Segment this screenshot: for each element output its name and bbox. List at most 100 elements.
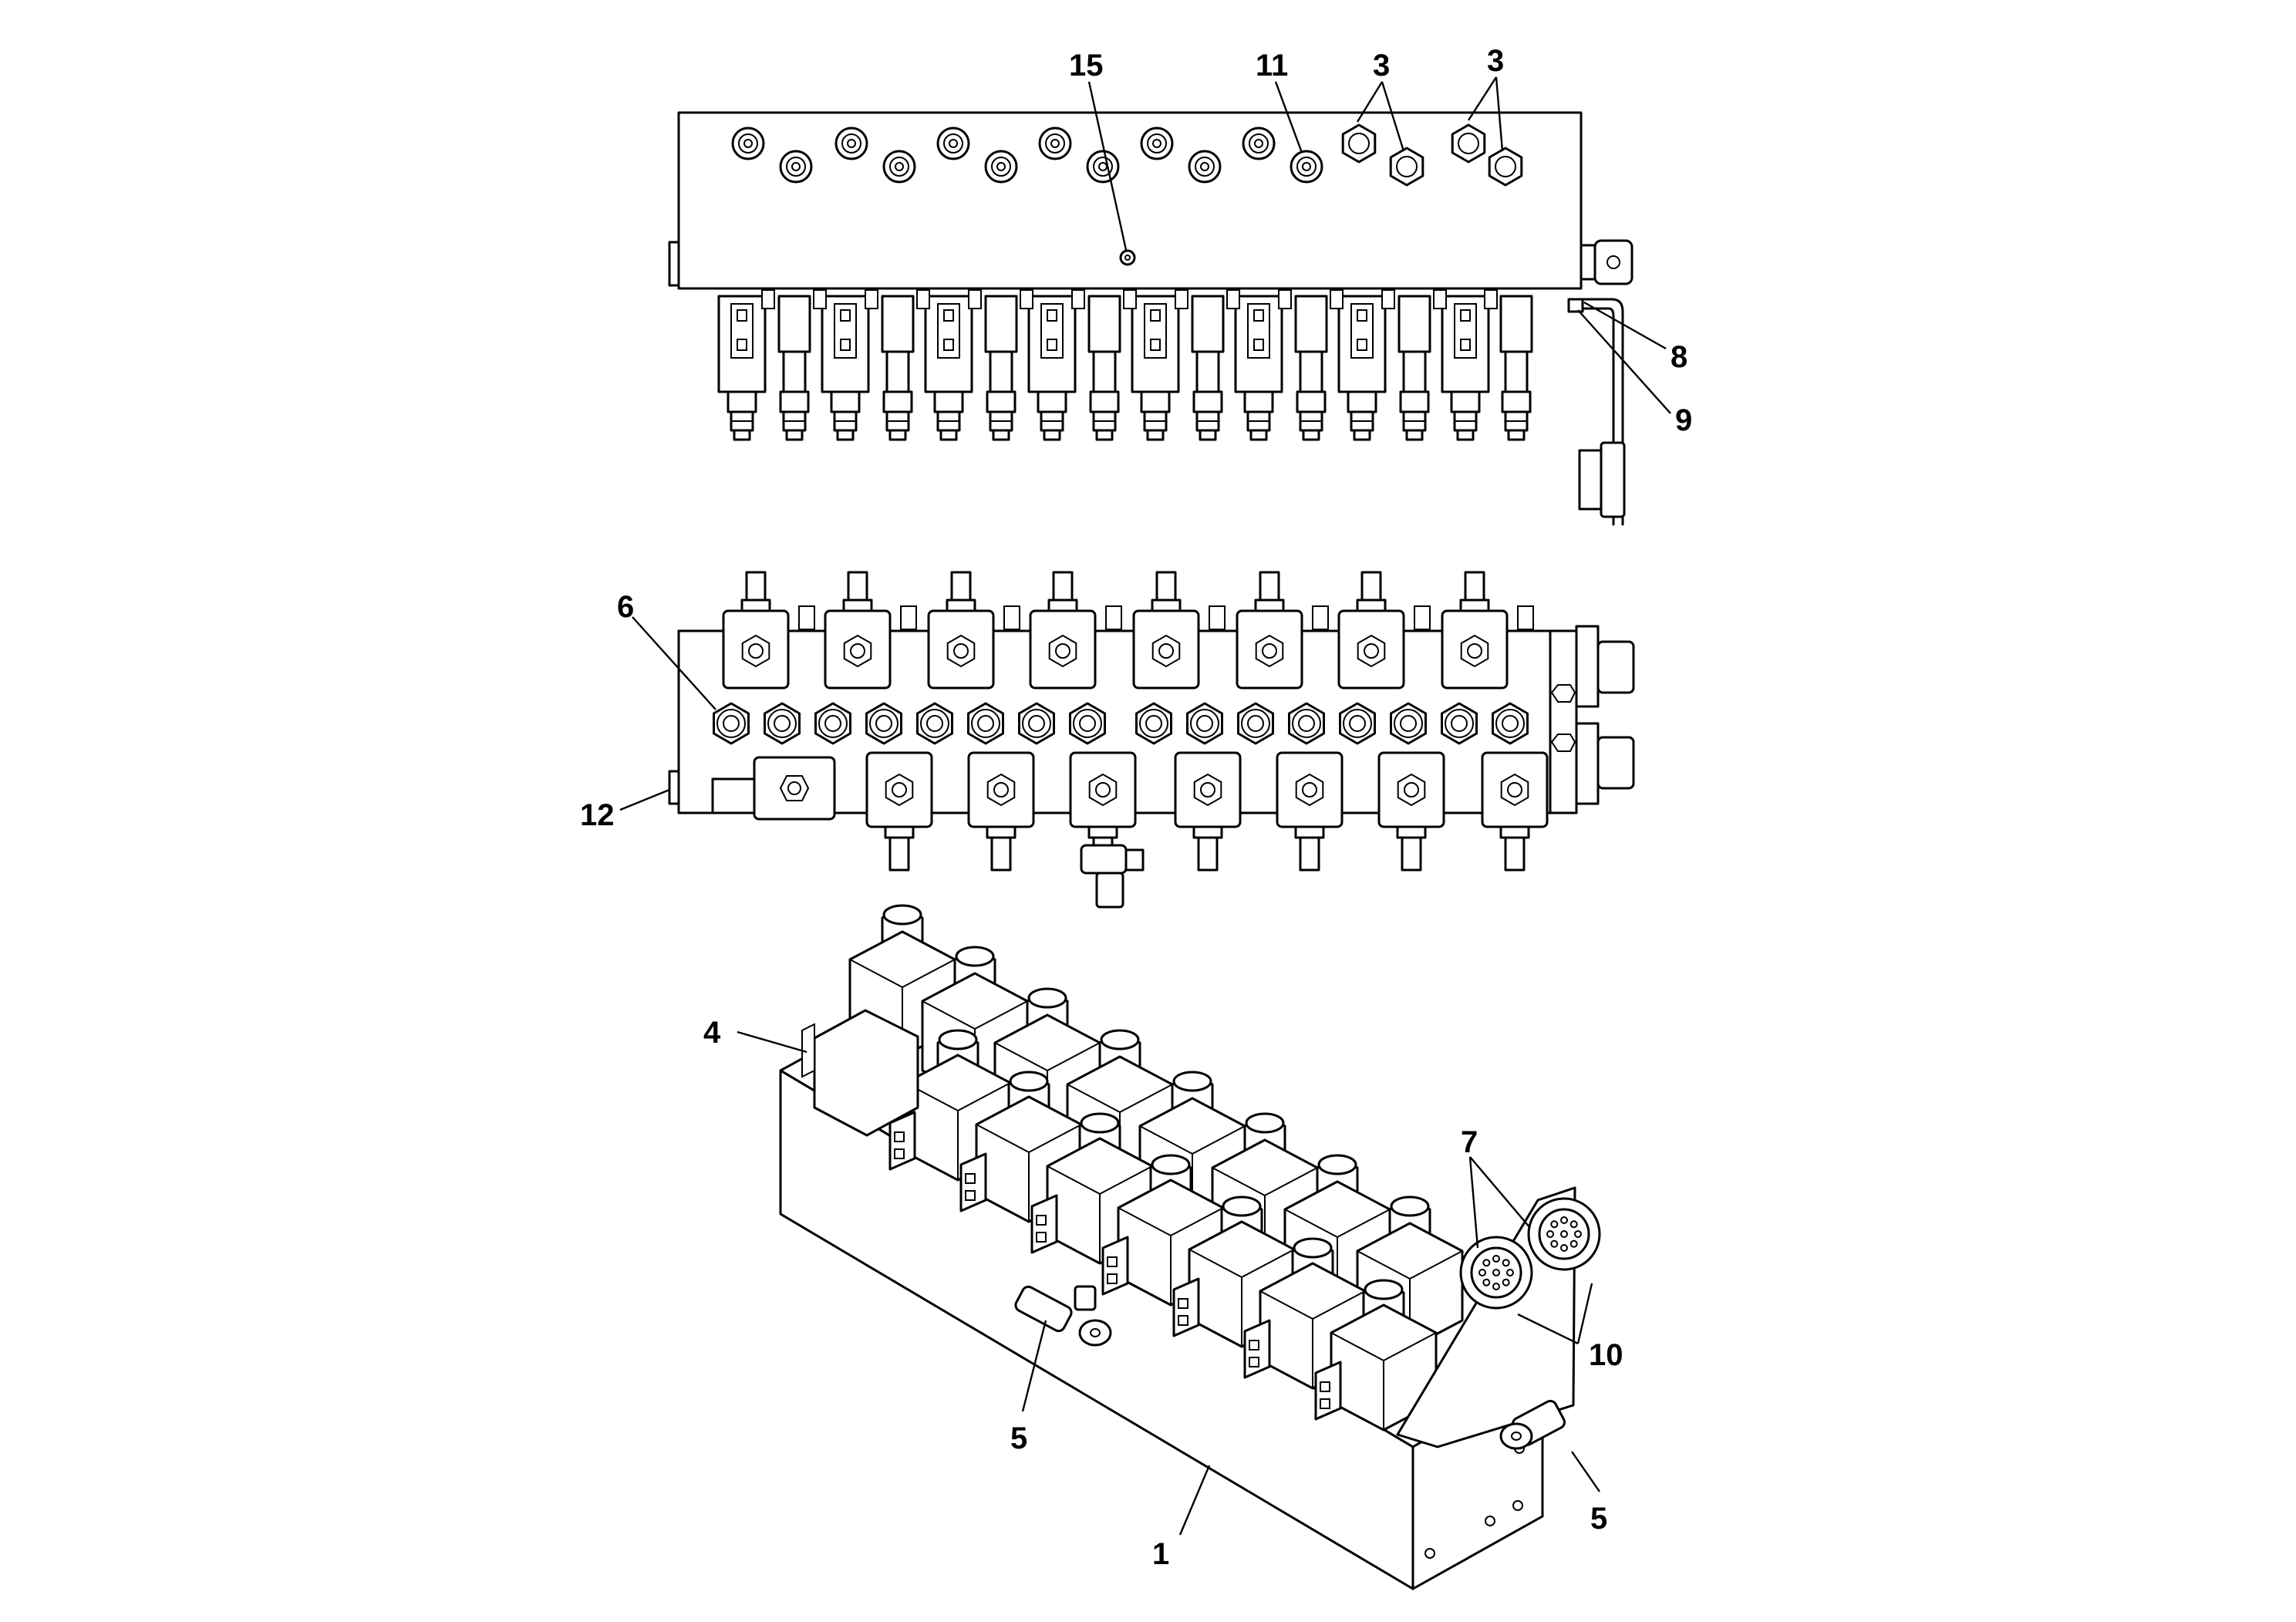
callout-11: 11 bbox=[1256, 49, 1288, 83]
solenoid bbox=[984, 295, 1018, 441]
middle-lower-solenoid-row bbox=[865, 751, 1549, 872]
tube-stub bbox=[865, 289, 878, 309]
callout-15: 15 bbox=[1069, 49, 1104, 83]
solenoid bbox=[1481, 751, 1549, 872]
solenoid bbox=[924, 295, 973, 441]
top-port-fittings bbox=[731, 123, 1523, 187]
hex-fitting bbox=[1488, 147, 1523, 187]
connector-pin bbox=[1560, 1216, 1568, 1224]
callout-7: 7 bbox=[1461, 1125, 1478, 1159]
connector-bracket bbox=[1567, 298, 1626, 526]
hex-port bbox=[1339, 702, 1376, 745]
port-fitting bbox=[1140, 126, 1174, 160]
solenoid bbox=[1337, 571, 1405, 690]
hex-fitting bbox=[1389, 147, 1424, 187]
hex-port bbox=[713, 702, 750, 745]
solenoid bbox=[1441, 571, 1509, 690]
connector-pin bbox=[1560, 1244, 1568, 1252]
tube-stub bbox=[900, 605, 917, 630]
tube-stub bbox=[1330, 289, 1344, 309]
callout-12: 12 bbox=[580, 798, 615, 832]
tube-stub bbox=[916, 289, 930, 309]
port-fitting bbox=[882, 150, 916, 184]
callout-5-left: 5 bbox=[1010, 1421, 1027, 1455]
connector-pin bbox=[1478, 1269, 1486, 1276]
solenoid bbox=[1132, 571, 1200, 690]
solenoid bbox=[821, 295, 870, 441]
tube-stub bbox=[1381, 289, 1395, 309]
solenoid bbox=[824, 571, 892, 690]
tube-stub bbox=[1278, 289, 1292, 309]
connector-pin bbox=[1492, 1255, 1500, 1263]
solenoid bbox=[1191, 295, 1225, 441]
tube-stub bbox=[1071, 289, 1085, 309]
middle-hex-port-row bbox=[713, 702, 1529, 745]
top-solenoid-row bbox=[717, 289, 1533, 441]
tube-stub bbox=[1226, 289, 1240, 309]
solenoid bbox=[1069, 751, 1137, 872]
tube-stub bbox=[798, 605, 815, 630]
hex-port bbox=[1186, 702, 1223, 745]
solenoid bbox=[1131, 295, 1180, 441]
tube-stub bbox=[1484, 289, 1498, 309]
solenoid bbox=[865, 751, 933, 872]
hex-port bbox=[865, 702, 902, 745]
connector-pin bbox=[1560, 1230, 1568, 1238]
connector-pin bbox=[1546, 1230, 1554, 1238]
tube-stub bbox=[1312, 605, 1329, 630]
callout-9: 9 bbox=[1675, 403, 1692, 437]
solenoid bbox=[881, 295, 915, 441]
tube-stub bbox=[1414, 605, 1431, 630]
solenoid bbox=[777, 295, 811, 441]
port-fitting bbox=[1188, 150, 1222, 184]
tube-stub bbox=[1175, 289, 1188, 309]
tube-stub bbox=[761, 289, 775, 309]
callout-labels: 15 11 3 3 8 9 6 12 4 7 10 5 5 1 bbox=[580, 44, 1692, 1571]
port-fitting bbox=[1038, 126, 1072, 160]
connector-pin bbox=[1569, 1239, 1578, 1248]
middle-right-connectors bbox=[1549, 625, 1635, 814]
solenoid bbox=[1087, 295, 1121, 441]
connector-pin bbox=[1482, 1259, 1491, 1267]
solenoid bbox=[1397, 295, 1431, 441]
solenoid bbox=[1027, 295, 1077, 441]
connector-pin bbox=[1550, 1220, 1559, 1229]
callout-10: 10 bbox=[1589, 1338, 1623, 1372]
tube-stub bbox=[1433, 289, 1447, 309]
port-fitting bbox=[984, 150, 1018, 184]
iso-elbow-fitting-left bbox=[1014, 1285, 1112, 1347]
solenoid bbox=[1377, 751, 1445, 872]
solenoid bbox=[1029, 571, 1097, 690]
tube-stub bbox=[1105, 605, 1122, 630]
hex-port bbox=[967, 702, 1004, 745]
hex-port bbox=[1237, 702, 1274, 745]
port-fitting bbox=[1290, 150, 1323, 184]
tube-stub bbox=[1020, 289, 1033, 309]
callout-3-left: 3 bbox=[1373, 49, 1390, 83]
port-fitting bbox=[936, 126, 970, 160]
solenoid bbox=[967, 751, 1035, 872]
connector-pin bbox=[1574, 1230, 1582, 1238]
hex-port bbox=[814, 702, 851, 745]
connector-pin bbox=[1482, 1278, 1491, 1286]
callout-8: 8 bbox=[1671, 340, 1687, 374]
hex-port bbox=[1492, 702, 1529, 745]
solenoid bbox=[1276, 751, 1344, 872]
hex-port bbox=[916, 702, 953, 745]
hex-port bbox=[1390, 702, 1427, 745]
hex-port bbox=[1441, 702, 1478, 745]
top-view bbox=[668, 111, 1633, 526]
solenoid bbox=[1174, 751, 1242, 872]
top-manifold-left-plug bbox=[668, 241, 680, 287]
connector-pin bbox=[1569, 1220, 1578, 1229]
test-port-15 bbox=[1119, 249, 1136, 266]
hex-port bbox=[1018, 702, 1055, 745]
solenoid bbox=[1234, 295, 1283, 441]
callout-4: 4 bbox=[703, 1016, 721, 1050]
iso-elbow-fitting-right bbox=[1499, 1399, 1566, 1450]
leader-lines bbox=[619, 76, 1671, 1536]
hex-port bbox=[1288, 702, 1325, 745]
connector-pin bbox=[1550, 1239, 1559, 1248]
